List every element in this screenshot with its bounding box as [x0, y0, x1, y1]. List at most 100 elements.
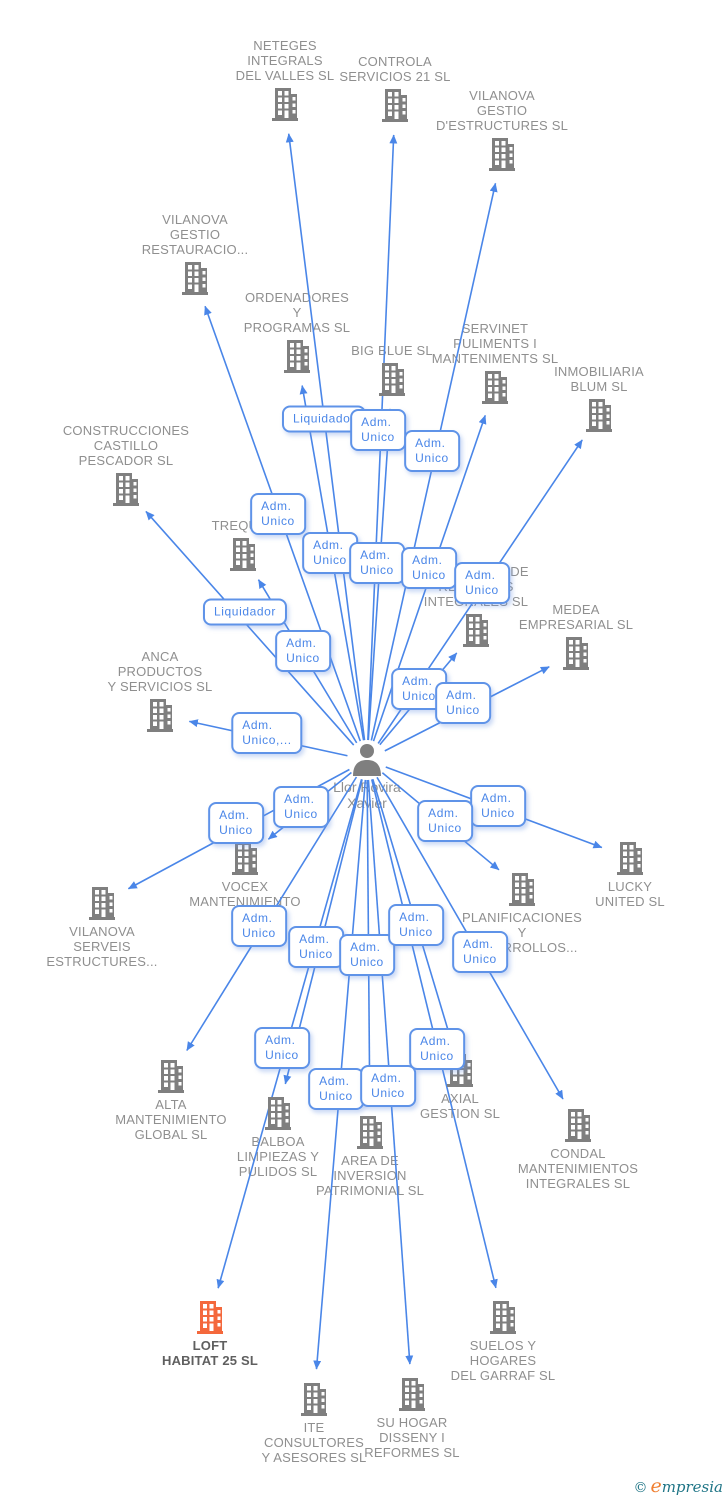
copyright-icon: ©: [633, 1480, 648, 1496]
building-icon: [265, 1097, 291, 1130]
relation-label-medea: Adm.Unico: [435, 682, 491, 724]
relation-label-vilanova-serveis: Adm.Unico: [208, 802, 264, 844]
company-bigblue-icon[interactable]: [377, 362, 407, 396]
company-condal-icon[interactable]: [563, 1108, 593, 1142]
building-icon: [617, 842, 643, 875]
relation-label-inmobiliaria-blum: Adm.Unico: [454, 562, 510, 604]
relation-label-balboa: Adm.Unico: [288, 926, 344, 968]
building-icon: [301, 1383, 327, 1416]
company-alta-mantenimiento-icon[interactable]: [156, 1059, 186, 1093]
relation-label-anca: Adm.Unico,...: [231, 712, 303, 754]
company-trequal-icon[interactable]: [228, 537, 258, 571]
relation-label-ordenadores: Adm.Unico: [302, 532, 358, 574]
relation-label-proyectos-reformas: Adm.Unico: [391, 668, 447, 710]
company-vilanova-serveis-icon[interactable]: [87, 886, 117, 920]
relation-label-axial: Adm.Unico: [388, 904, 444, 946]
building-icon: [463, 614, 489, 647]
building-icon: [232, 842, 258, 875]
building-icon: [490, 1301, 516, 1334]
building-icon: [482, 371, 508, 404]
relation-label-alta-mantenimiento: Adm.Unico: [231, 905, 287, 947]
relation-label-su-hogar: Adm.Unico: [360, 1065, 416, 1107]
company-suelos-hogares-icon[interactable]: [488, 1300, 518, 1334]
company-su-hogar-icon[interactable]: [397, 1377, 427, 1411]
company-bigblue-label[interactable]: BIG BLUE SL: [351, 343, 433, 358]
building-icon: [565, 1109, 591, 1142]
company-loft-habitat-icon[interactable]: [195, 1300, 225, 1334]
building-icon: [197, 1301, 223, 1334]
company-medea-icon[interactable]: [561, 636, 591, 670]
building-icon: [182, 262, 208, 295]
relation-label-planificaciones: Adm.Unico: [417, 800, 473, 842]
building-icon: [509, 873, 535, 906]
relation-label-controla: Adm.Unico: [350, 409, 406, 451]
building-icon: [147, 699, 173, 732]
company-planificaciones-icon[interactable]: [507, 872, 537, 906]
company-construcciones-castillo-icon[interactable]: [111, 472, 141, 506]
relation-label-loft-habitat: Adm.Unico: [254, 1027, 310, 1069]
company-lucky-united-icon[interactable]: [615, 841, 645, 875]
company-vilanova-gestio-destructures-icon[interactable]: [487, 137, 517, 171]
building-icon: [272, 88, 298, 121]
relation-label-bigblue: Adm.Unico: [349, 542, 405, 584]
relation-label-vilanova-gestio-restauracio: Adm.Unico: [250, 493, 306, 535]
building-icon: [563, 637, 589, 670]
company-servinet-icon[interactable]: [480, 370, 510, 404]
company-balboa-icon[interactable]: [263, 1096, 293, 1130]
relation-label-area-inversion: Adm.Unico: [339, 934, 395, 976]
company-proyectos-reformas-icon[interactable]: [461, 613, 491, 647]
building-icon: [230, 538, 256, 571]
building-icon: [113, 473, 139, 506]
company-ite-consultores-icon[interactable]: [299, 1382, 329, 1416]
building-icon: [89, 887, 115, 920]
relation-label-servinet: Adm.Unico: [401, 547, 457, 589]
company-inmobiliaria-blum-icon[interactable]: [584, 398, 614, 432]
building-icon: [357, 1116, 383, 1149]
relation-label-condal: Adm.Unico: [452, 931, 508, 973]
building-icon: [284, 340, 310, 373]
relation-label-ite-consultores: Adm.Unico: [308, 1068, 364, 1110]
relation-label-trequal: Adm.Unico: [275, 630, 331, 672]
person-icon[interactable]: [351, 743, 383, 777]
relation-label-vilanova-gestio-destructures: Adm.Unico: [404, 430, 460, 472]
company-area-inversion-icon[interactable]: [355, 1115, 385, 1149]
relation-label-construcciones-castillo: Liquidador: [202, 598, 288, 626]
building-icon: [399, 1378, 425, 1411]
relation-label-lucky-united: Adm.Unico: [470, 785, 526, 827]
building-icon: [586, 399, 612, 432]
person-glyph: [353, 744, 381, 776]
building-icon: [379, 363, 405, 396]
company-vocex-icon[interactable]: [230, 841, 260, 875]
company-ordenadores-icon[interactable]: [282, 339, 312, 373]
company-anca-icon[interactable]: [145, 698, 175, 732]
company-vilanova-gestio-restauracio-icon[interactable]: [180, 261, 210, 295]
building-icon: [382, 89, 408, 122]
building-icon: [489, 138, 515, 171]
relation-label-suelos-hogares: Adm.Unico: [409, 1028, 465, 1070]
relation-label-vocex: Adm.Unico: [273, 786, 329, 828]
empresia-logo: ©empresia: [633, 1475, 723, 1497]
edge-neteges: [285, 133, 366, 741]
company-controla-icon[interactable]: [380, 88, 410, 122]
company-neteges-icon[interactable]: [270, 87, 300, 121]
